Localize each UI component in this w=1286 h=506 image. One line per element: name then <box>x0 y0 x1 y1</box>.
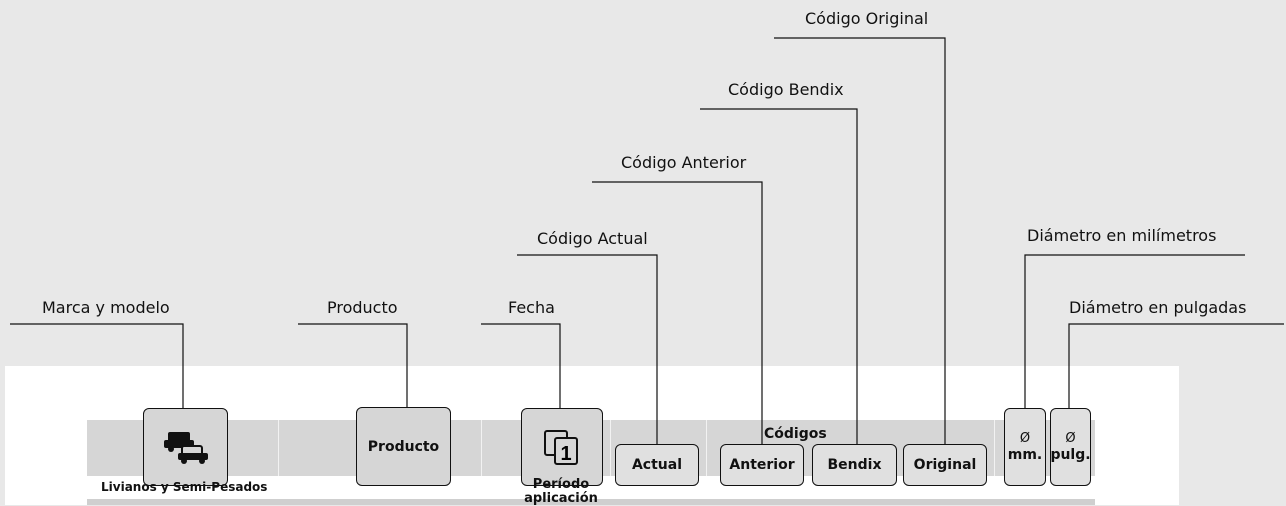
leader-producto <box>298 323 408 409</box>
leader-diam-pulg <box>1068 323 1284 409</box>
leader-original <box>774 37 946 444</box>
leader-actual <box>517 254 658 444</box>
periodo-label: Período aplicación <box>524 477 598 506</box>
anterior-header: Anterior <box>720 444 804 486</box>
callout-diametro-pulg: Diámetro en pulgadas <box>1069 298 1247 317</box>
bendix-label: Bendix <box>827 457 882 473</box>
column-separator <box>481 420 482 476</box>
column-separator <box>610 420 611 476</box>
leader-fecha <box>481 323 561 409</box>
diametro-pulg-header: Ø pulg. <box>1050 408 1091 486</box>
original-label: Original <box>913 457 977 473</box>
vehicles-icon <box>163 432 208 464</box>
actual-label: Actual <box>631 457 683 473</box>
column-separator <box>994 420 995 476</box>
codigos-heading: Códigos <box>764 426 827 442</box>
callout-producto: Producto <box>327 298 398 317</box>
callout-codigo-bendix: Código Bendix <box>728 80 844 99</box>
callout-codigo-anterior: Código Anterior <box>621 153 747 172</box>
callout-codigo-actual: Código Actual <box>537 229 648 248</box>
anterior-label: Anterior <box>729 457 795 473</box>
pulg-label: pulg. <box>1050 447 1091 463</box>
callout-diametro-mm: Diámetro en milímetros <box>1027 226 1217 245</box>
calendar-icon: 1 <box>544 430 578 465</box>
vehicle-type-box <box>143 408 228 486</box>
leader-anterior <box>592 181 763 444</box>
leader-diam-mm <box>1024 254 1245 409</box>
callout-marca-modelo: Marca y modelo <box>42 298 170 317</box>
producto-label: Producto <box>367 438 440 455</box>
actual-header: Actual <box>615 444 699 486</box>
producto-header: Producto <box>356 407 451 486</box>
column-separator <box>706 420 707 476</box>
leader-marca <box>10 323 184 409</box>
header-bottom-rule <box>87 499 1095 505</box>
periodo-header: 1 <box>521 408 603 486</box>
svg-text:1: 1 <box>560 443 571 465</box>
callout-codigo-original: Código Original <box>805 9 929 28</box>
original-header: Original <box>903 444 987 486</box>
bendix-header: Bendix <box>812 444 897 486</box>
diameter-icon: Ø <box>1065 431 1076 446</box>
mm-label: mm. <box>1007 447 1043 463</box>
diametro-mm-header: Ø mm. <box>1004 408 1046 486</box>
diameter-icon: Ø <box>1019 431 1031 446</box>
column-separator <box>278 420 279 476</box>
leader-bendix <box>700 108 858 444</box>
vehicle-type-label: Livianos y Semi-Pesados <box>101 480 268 494</box>
callout-fecha: Fecha <box>508 298 555 317</box>
